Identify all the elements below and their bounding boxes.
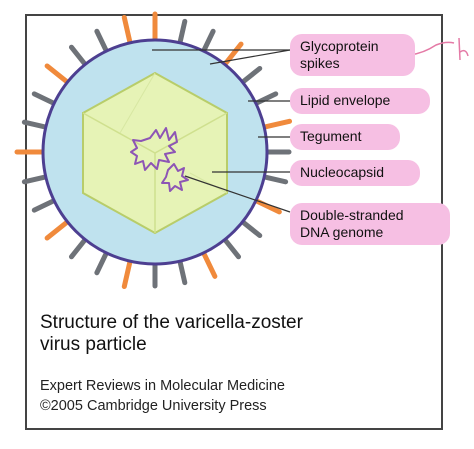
glycoprotein-spike [121, 256, 134, 290]
glycoprotein-spike [238, 65, 263, 86]
label-dna-line2: DNA genome [300, 224, 384, 240]
caption-line2: virus particle [40, 334, 147, 355]
caption-line1: Structure of the varicella-zoster [40, 312, 303, 333]
glycoprotein-spike [221, 235, 242, 260]
figure-caption: Structure of the varicella-zoster virus … [40, 312, 370, 356]
pointer-lines [152, 49, 291, 213]
glycoprotein-spike [259, 118, 293, 131]
label-lipid-envelope: Lipid envelope [290, 88, 430, 114]
glycoprotein-spike [200, 248, 218, 279]
glycoprotein-spike [44, 63, 72, 86]
glycoprotein-spike [44, 218, 72, 241]
glycoprotein-spike [94, 248, 110, 276]
nucleocapsid-hexagon [82, 71, 228, 235]
label-spikes-line1: Glycoprotein [300, 38, 379, 54]
figure-source: Expert Reviews in Molecular Medicine ©20… [40, 376, 370, 416]
glycoprotein-spike [68, 44, 89, 69]
glycoprotein-spike [251, 91, 279, 107]
glycoprotein-spike [200, 28, 216, 56]
source-journal: Expert Reviews in Molecular Medicine [40, 378, 285, 394]
dna-genome-strand [130, 127, 189, 192]
glycoprotein-spike [221, 41, 244, 69]
label-dna-line1: Double-stranded [300, 207, 404, 223]
pointer-spike-2 [209, 49, 291, 65]
glycoprotein-spike [68, 235, 89, 260]
source-copyright: ©2005 Cambridge University Press [40, 398, 267, 414]
glycoprotein-spike [238, 218, 263, 239]
glycoprotein-spike [176, 256, 188, 286]
glycoprotein-spike [121, 14, 134, 48]
glycoprotein-spike [259, 173, 289, 185]
glycoprotein-spike [21, 173, 51, 185]
glycoprotein-spike [176, 18, 188, 48]
label-glycoprotein-spikes: Glycoprotein spikes [290, 34, 415, 76]
label-tegument: Tegument [290, 124, 400, 150]
pointer-dna [184, 175, 291, 213]
label-dna-genome: Double-stranded DNA genome [290, 203, 450, 245]
glycoprotein-spike [31, 91, 59, 107]
label-nucleocapsid: Nucleocapsid [290, 160, 420, 186]
lipid-envelope-ring [41, 38, 269, 266]
handwritten-annotation [409, 37, 469, 61]
glycoprotein-spike [31, 197, 59, 213]
glycoprotein-spike [21, 119, 51, 131]
label-spikes-line2: spikes [300, 55, 340, 71]
glycoprotein-spike [94, 28, 110, 56]
